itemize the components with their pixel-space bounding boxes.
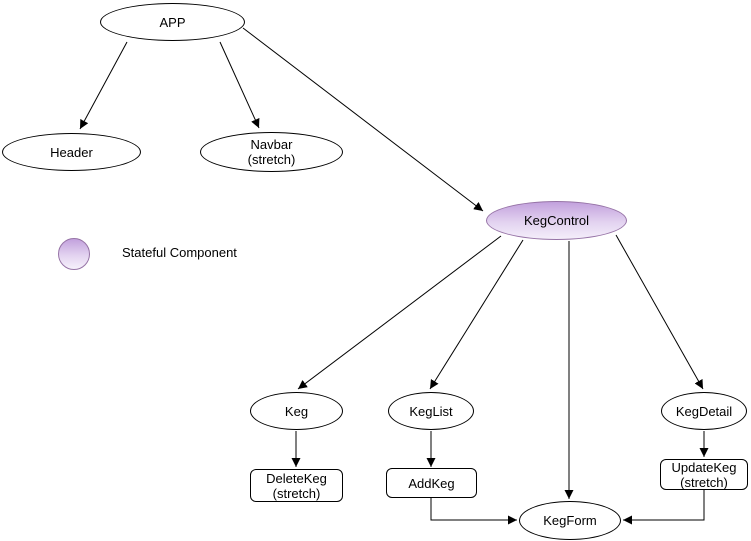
node-header: Header (2, 133, 141, 171)
legend-stateful-label: Stateful Component (122, 245, 237, 260)
node-kegcontrol-label: KegControl (523, 213, 590, 228)
node-deletekeg: DeleteKeg (stretch) (250, 469, 343, 502)
legend-stateful-swatch-icon (58, 238, 90, 270)
edge-app-navbar (219, 41, 260, 129)
node-app-label: APP (159, 14, 186, 30)
node-keglist-label: KegList (409, 403, 453, 419)
node-keg-label: Keg (284, 403, 309, 419)
node-kegform: KegForm (519, 501, 621, 540)
node-keglist: KegList (388, 392, 474, 430)
node-keg: Keg (250, 392, 343, 430)
node-addkeg-label: AddKeg (408, 475, 455, 491)
edge-app-kegcontrol (242, 27, 484, 212)
node-header-label: Header (50, 144, 93, 160)
node-kegdetail: KegDetail (661, 392, 747, 430)
node-kegform-label: KegForm (543, 513, 597, 528)
node-addkeg: AddKeg (386, 468, 477, 498)
node-navbar-sublabel: (stretch) (247, 152, 296, 167)
node-deletekeg-label: DeleteKeg (266, 470, 327, 486)
node-updatekeg: UpdateKeg (stretch) (660, 459, 748, 490)
node-navbar: Navbar (stretch) (200, 132, 343, 172)
edge-kegcontrol-keg (297, 235, 502, 390)
edge-app-header (79, 41, 128, 130)
edge-addkeg-kegform (430, 498, 517, 525)
edge-kegcontrol-keglist (429, 239, 524, 390)
node-kegcontrol: KegControl (486, 201, 627, 240)
node-updatekeg-sublabel: (stretch) (680, 474, 728, 490)
node-deletekeg-sublabel: (stretch) (272, 485, 321, 501)
node-app: APP (100, 3, 245, 41)
edge-updatekeg-kegform (623, 490, 705, 525)
node-navbar-label: Navbar (250, 137, 293, 152)
node-updatekeg-label: UpdateKeg (671, 459, 737, 475)
edge-kegcontrol-kegdetail (615, 234, 704, 390)
node-kegdetail-label: KegDetail (675, 403, 733, 419)
